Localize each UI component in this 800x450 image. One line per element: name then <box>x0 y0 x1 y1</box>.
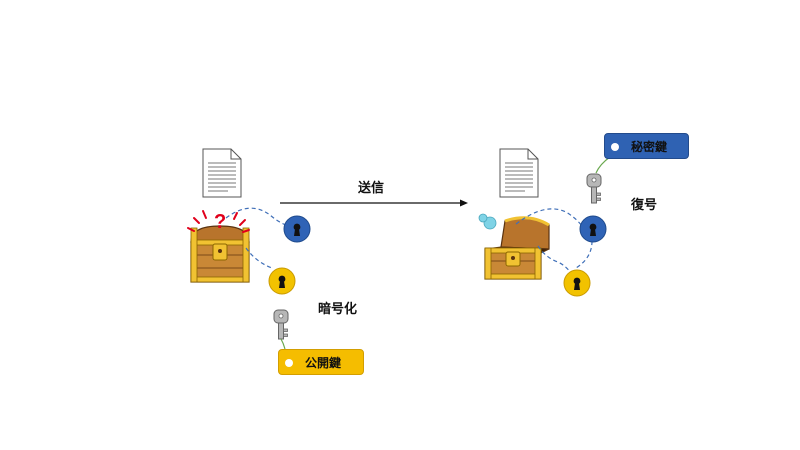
public-key-label: 公開鍵 <box>305 356 342 370</box>
sigh-puff-icon <box>478 213 497 230</box>
padlock-icon <box>579 215 607 243</box>
question-mark-icon: ? <box>214 211 226 233</box>
private-key-tag: 秘密鍵 <box>604 133 689 159</box>
chain-dashed-line <box>537 245 571 273</box>
private-key-label: 秘密鍵 <box>631 140 668 154</box>
public-key-tag: 公開鍵 <box>278 349 364 375</box>
padlock-icon <box>563 269 591 297</box>
padlock-icon <box>268 267 296 295</box>
encrypt-label: 暗号化 <box>318 302 358 317</box>
key-string <box>595 156 611 174</box>
chain-dashed-line <box>575 240 593 269</box>
treasure-chest-icon <box>484 216 550 280</box>
chain-dashed-line <box>225 207 289 227</box>
document-icon <box>202 148 242 198</box>
chain-dashed-line <box>245 247 273 269</box>
tag-hole <box>611 143 619 151</box>
tag-hole <box>285 359 293 367</box>
key-icon <box>273 309 289 340</box>
decrypt-label: 復号 <box>631 198 658 213</box>
send-label: 送信 <box>358 181 385 196</box>
arrow-icon <box>280 199 468 207</box>
padlock-icon <box>283 215 311 243</box>
treasure-chest-icon <box>190 225 250 283</box>
alarm-lines <box>187 210 250 233</box>
key-icon <box>586 173 602 204</box>
document-icon <box>499 148 539 198</box>
